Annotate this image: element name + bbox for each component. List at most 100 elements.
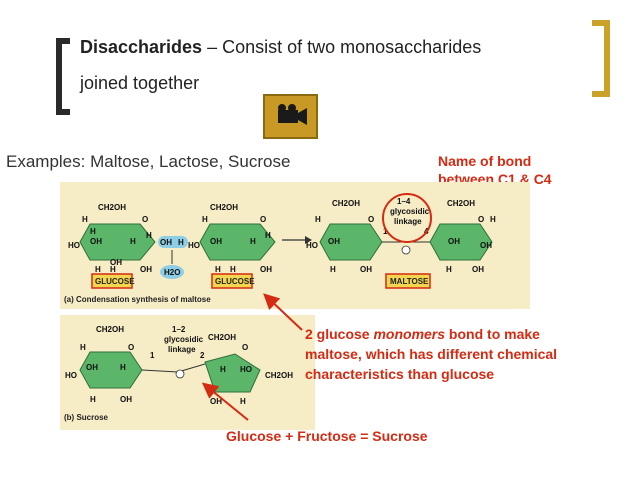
- ring1-h3: H: [90, 227, 96, 236]
- sucrose-h1: H: [80, 343, 86, 352]
- water-label: H2O: [164, 268, 180, 277]
- linkage14-line1: 1–4: [397, 197, 411, 206]
- maltose-h2: H: [490, 215, 496, 224]
- maltose-oh2: OH: [448, 237, 460, 246]
- maltose-ch2oh-1: CH2OH: [332, 199, 360, 208]
- sucrose-ch2oh-2: CH2OH: [208, 333, 236, 342]
- sucrose-h5: H: [240, 397, 246, 406]
- water-oh: OH: [160, 238, 172, 247]
- monomer-note-part1: 2 glucose: [305, 326, 374, 342]
- caption-b: (b) Sucrose: [64, 413, 109, 422]
- linkage12-line3: linkage: [168, 345, 196, 354]
- ring1-ho: HO: [68, 241, 80, 250]
- ring2-h1: H: [202, 215, 208, 224]
- maltose-oh1: OH: [328, 237, 340, 246]
- ring2-oh1: OH: [210, 237, 222, 246]
- glucose-label-1: GLUCOSE: [95, 277, 135, 286]
- ring1-o: O: [142, 215, 148, 224]
- sucrose-oh1: OH: [86, 363, 98, 372]
- ring2-o: O: [260, 215, 266, 224]
- ring1-oh2: OH: [140, 265, 152, 274]
- bond-note-line1: Name of bond: [438, 153, 532, 169]
- sucrose-oh2: OH: [120, 395, 132, 404]
- sucrose-o1: O: [128, 343, 134, 352]
- sucrose-h3: H: [220, 365, 226, 374]
- sucrose-ch2oh-3: CH2OH: [265, 371, 293, 380]
- ring1-h2: H: [146, 231, 152, 240]
- maltose-molecule: CH2OH CH2OH O O H H OH OH HO OH H OH H O…: [306, 193, 496, 274]
- sucrose-h2: H: [120, 363, 126, 372]
- linkage14-line2: glycosidic: [390, 207, 430, 216]
- maltose-oh5: OH: [472, 265, 484, 274]
- ring1-oh3: OH: [110, 258, 122, 267]
- sucrose-molecule: CH2OH CH2OH O O H OH H HO H HO CH2OH H O…: [65, 325, 293, 406]
- sucrose-o2: O: [242, 343, 248, 352]
- sucrose-ch2oh-1: CH2OH: [96, 325, 124, 334]
- bond-highlight-circle: [382, 193, 432, 243]
- title-bold: Disaccharides: [80, 37, 203, 57]
- ring1-oh1: OH: [90, 237, 102, 246]
- right-bracket-icon: [604, 20, 610, 97]
- linkage12-one: 1: [150, 351, 155, 360]
- monomer-note: 2 glucose monomers bond to make maltose,…: [305, 324, 557, 384]
- ring2-ch2oh: CH2OH: [210, 203, 238, 212]
- maltose-o1: O: [368, 215, 374, 224]
- ring1-h5: H: [110, 265, 116, 274]
- linkage14-line3: linkage: [394, 217, 422, 226]
- maltose-ch2oh-2: CH2OH: [447, 199, 475, 208]
- sucrose-ho: HO: [65, 371, 77, 380]
- ring1-ch2oh: CH2OH: [98, 203, 126, 212]
- ring1-h6: H: [95, 265, 101, 274]
- water-h: H: [178, 238, 184, 247]
- film-camera-icon: [278, 104, 307, 125]
- right-bracket-bottom: [592, 91, 610, 97]
- linkage12-two: 2: [200, 351, 205, 360]
- ring2-ho: HO: [188, 241, 200, 250]
- maltose-h1: H: [315, 215, 321, 224]
- ring2-h4: H: [230, 265, 236, 274]
- title-rest: – Consist of two monosaccharides: [202, 37, 482, 57]
- left-bracket-icon: [56, 38, 62, 115]
- ring1-h4: H: [130, 237, 136, 246]
- monomer-note-line2: maltose, which has different chemical: [305, 346, 558, 362]
- sucrose-note: Glucose + Fructose = Sucrose: [226, 428, 428, 444]
- ring2-oh2: OH: [260, 265, 272, 274]
- maltose-o2: O: [478, 215, 484, 224]
- right-bracket-top: [592, 20, 610, 26]
- ring2-h3: H: [250, 237, 256, 246]
- slide-title: Disaccharides – Consist of two monosacch…: [80, 37, 481, 58]
- maltose-h4: H: [446, 265, 452, 274]
- water-removal: OH H H2O: [158, 236, 188, 279]
- linkage12-line2: glycosidic: [164, 335, 204, 344]
- sucrose-oh3: OH: [210, 397, 222, 406]
- ring2-h5: H: [215, 265, 221, 274]
- monomer-arrow: [263, 293, 303, 331]
- glucose-ring-1: CH2OH O H H H OH H HO OH H H OH: [68, 203, 156, 274]
- monomer-note-part2: bond to make: [445, 326, 540, 342]
- sucrose-ho2: HO: [240, 365, 252, 374]
- monomer-note-line3: characteristics than glucose: [305, 366, 495, 382]
- ring1-h1: H: [82, 215, 88, 224]
- caption-a: (a) Condensation synthesis of maltose: [64, 295, 211, 304]
- maltose-h3: H: [330, 265, 336, 274]
- left-bracket-bottom: [56, 109, 70, 115]
- glucose-ring-2: CH2OH O H H OH H HO OH H H: [188, 203, 276, 274]
- sucrose-h4: H: [90, 395, 96, 404]
- examples-text: Examples: Maltose, Lactose, Sucrose: [6, 152, 291, 171]
- slide-title-line2: joined together: [80, 73, 200, 93]
- label-boxes: GLUCOSE GLUCOSE MALTOSE: [91, 273, 431, 289]
- maltose-label: MALTOSE: [390, 277, 429, 286]
- linkage14-one: 1: [383, 227, 388, 236]
- maltose-ho: HO: [306, 241, 318, 250]
- sucrose-arrow: [201, 382, 249, 421]
- monomer-note-italic: monomers: [373, 326, 446, 342]
- glucose-label-2: GLUCOSE: [215, 277, 255, 286]
- maltose-oh3: OH: [480, 241, 492, 250]
- maltose-oh4: OH: [360, 265, 372, 274]
- maltose-diagram: CH2OH O H H H OH H HO OH H H OH OH H H2O…: [60, 182, 530, 430]
- linkage12-line1: 1–2: [172, 325, 186, 334]
- movie-button[interactable]: [263, 94, 318, 139]
- left-bracket-top: [56, 38, 70, 44]
- ring2-h2: H: [265, 231, 271, 240]
